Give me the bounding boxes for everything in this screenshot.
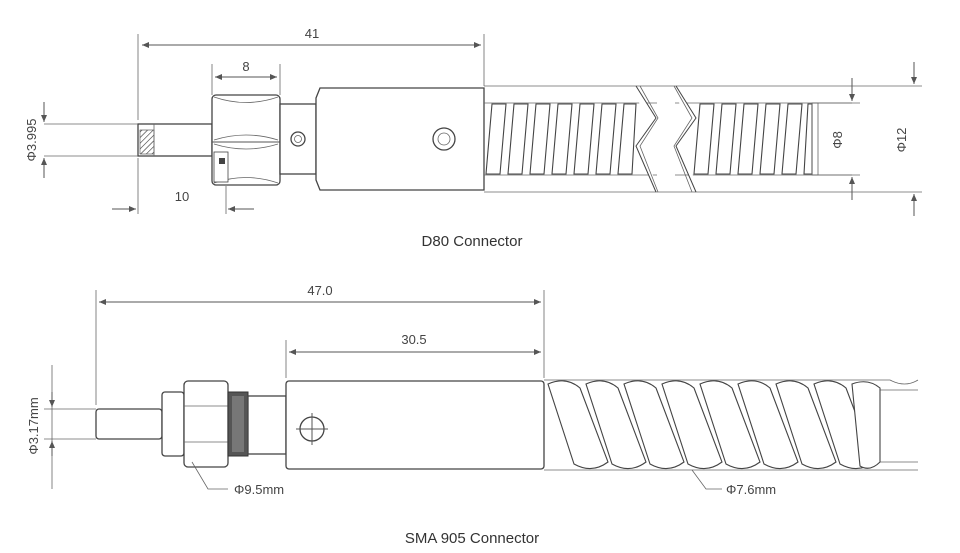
- d80-caption: D80 Connector: [422, 233, 523, 250]
- sma-main-body: [285, 380, 545, 470]
- sma-dim-dia-317-label: Φ3.17mm: [26, 397, 41, 454]
- sma-spring-coils: [547, 380, 881, 470]
- sma-cable-top: [544, 379, 919, 385]
- sma-dimensions: 47.0 30.5 Φ3.17mm Φ9.5mm Φ7.6mm: [26, 283, 776, 497]
- sma-caption: SMA 905 Connector: [405, 530, 539, 547]
- d80-dim-dia-8-label: Φ8: [830, 131, 845, 149]
- d80-connector-drawing: [137, 85, 852, 193]
- sma-collar: [247, 395, 287, 455]
- sma-connector-drawing: [95, 379, 919, 471]
- d80-dim-dia-12-label: Φ12: [894, 128, 909, 153]
- d80-dim-10-label: 10: [175, 189, 189, 204]
- d80-spring-coils: [485, 103, 813, 175]
- d80-main-body: [315, 87, 485, 191]
- sma-ferrule: [95, 408, 163, 440]
- d80-dim-dia-3995-label: Φ3.995: [24, 119, 39, 162]
- d80-dim-8-label: 8: [242, 59, 249, 74]
- d80-dim-41-label: 41: [305, 26, 319, 41]
- sma-dim-dia-76-label: Φ7.6mm: [726, 482, 776, 497]
- d80-dimensions: 41 8 10 Φ3.995 Φ8 Φ12: [24, 26, 922, 216]
- sma-dim-305-label: 30.5: [401, 332, 426, 347]
- d80-body-hole: [432, 127, 456, 151]
- sma-dim-47-label: 47.0: [307, 283, 332, 298]
- sma-hex-nut: [183, 380, 229, 468]
- sma-dim-dia-95-label: Φ9.5mm: [234, 482, 284, 497]
- d80-ferrule-hatch: [139, 129, 155, 155]
